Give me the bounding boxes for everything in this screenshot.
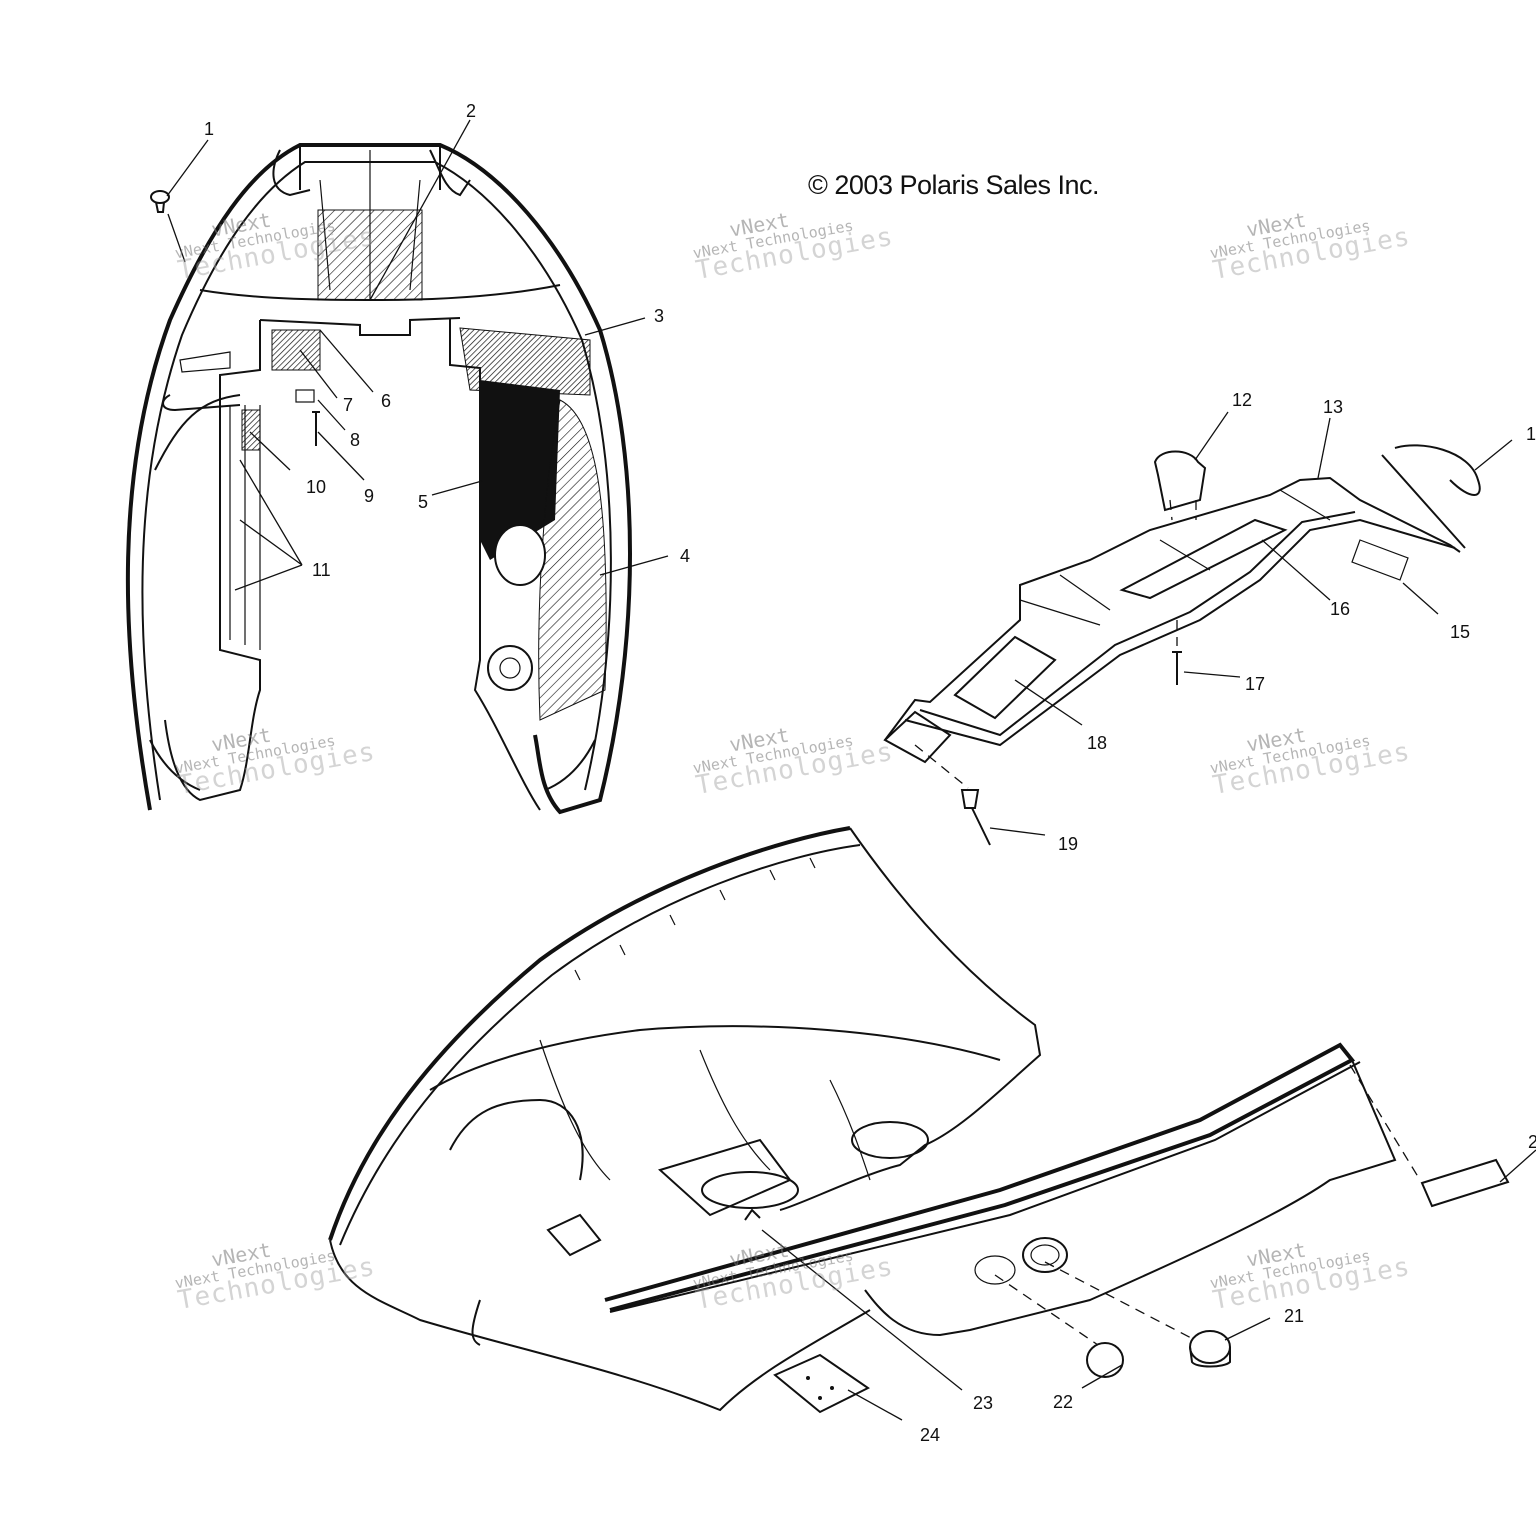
- callout-21: 21: [1284, 1306, 1304, 1326]
- callout-leader-lines: [166, 119, 1536, 1421]
- callout-14: 14: [1526, 424, 1536, 444]
- callout-17: 17: [1245, 674, 1265, 694]
- callout-numbers: 1 2 3 4 5 6 7 8 9 10 11 12 13 14 15 16 1…: [204, 101, 1536, 1445]
- callout-8: 8: [350, 430, 360, 450]
- callout-22: 22: [1053, 1392, 1073, 1412]
- callout-1: 1: [204, 119, 214, 139]
- callout-4: 4: [680, 546, 690, 566]
- callout-11: 11: [312, 560, 331, 580]
- callout-13: 13: [1323, 397, 1343, 417]
- callout-7: 7: [343, 395, 353, 415]
- callout-18: 18: [1087, 733, 1107, 753]
- callout-3: 3: [654, 306, 664, 326]
- callout-19: 19: [1058, 834, 1078, 854]
- bracket-panel-assembly: [883, 444, 1481, 846]
- callout-10: 10: [306, 477, 326, 497]
- part-push-pin: [150, 190, 170, 213]
- callout-16: 16: [1330, 599, 1350, 619]
- hood-underside-view: [125, 143, 632, 815]
- callout-20: 20: [1528, 1132, 1536, 1152]
- callout-5: 5: [418, 492, 428, 512]
- callout-2: 2: [466, 101, 476, 121]
- copyright-notice: © 2003 Polaris Sales Inc.: [808, 170, 1100, 200]
- part-screw-9: [312, 411, 320, 446]
- callout-6: 6: [381, 391, 391, 411]
- hood-side-view: [328, 826, 1510, 1414]
- callout-9: 9: [364, 486, 374, 506]
- callout-24: 24: [920, 1425, 940, 1445]
- callout-23: 23: [973, 1393, 993, 1413]
- callout-12: 12: [1232, 390, 1252, 410]
- callout-15: 15: [1450, 622, 1470, 642]
